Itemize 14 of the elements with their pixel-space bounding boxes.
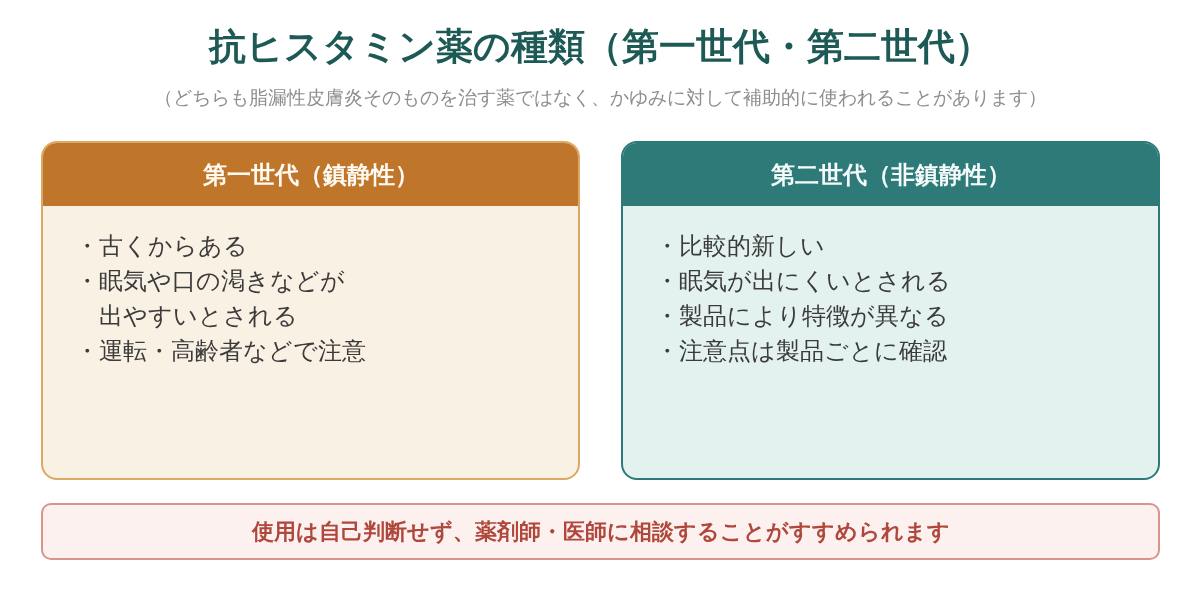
list-item: ・比較的新しい [655,231,825,262]
list-item: ・眠気や口の渇きなどが出やすいとされる [75,266,346,332]
note-box: 使用は自己判断せず、薬剤師・医師に相談することがすすめられます [41,503,1160,560]
list-item: ・注意点は製品ごとに確認 [655,336,947,367]
list-item: ・運転・高齢者などで注意 [75,336,366,367]
info-card [621,141,1160,480]
title: 抗ヒスタミン薬の種類（第一世代・第二世代） [207,24,993,70]
subtitle: （どちらも脂漏性皮膚炎そのものを治す薬ではなく、かゆみに対して補助的に使われることがあります） [152,86,1048,110]
card-header: 第一世代（鎮静性） [43,143,578,206]
list-item: ・製品により特徴が異なる [655,301,949,332]
list-item: ・眠気が出にくいとされる [655,266,951,297]
list-item: ・古くからある [75,231,248,262]
card-header: 第二世代（非鎮静性） [623,143,1158,206]
info-card [41,141,580,480]
